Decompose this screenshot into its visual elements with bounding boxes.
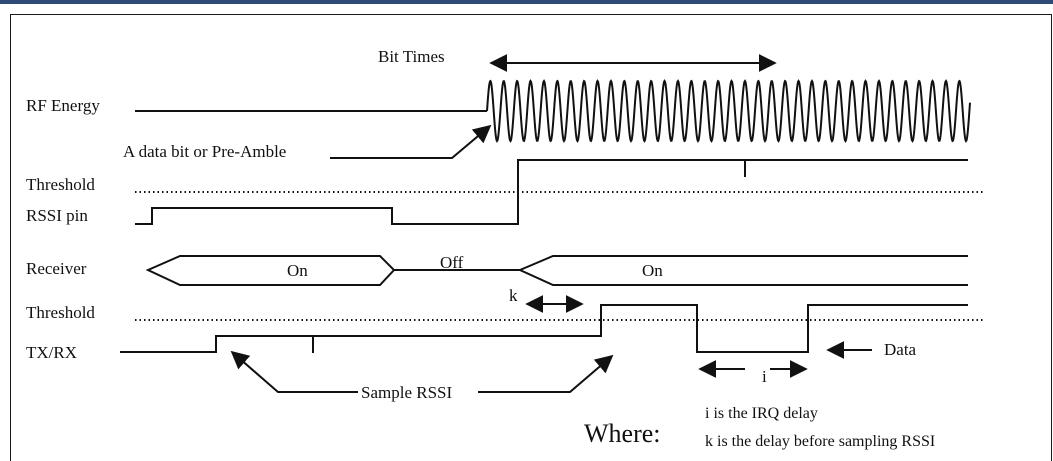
data-label: Data xyxy=(884,340,917,359)
k-label: k xyxy=(509,286,518,305)
i-description: i is the IRQ delay xyxy=(705,405,818,422)
rssi-pin-signal xyxy=(135,159,968,225)
data-bit-label: A data bit or Pre-Amble xyxy=(123,142,286,161)
receiver-on-2-label: On xyxy=(642,261,663,280)
data-bit-arrow xyxy=(330,124,492,159)
label-receiver: Receiver xyxy=(26,259,87,278)
header-bar xyxy=(0,0,1053,4)
sample-rssi-arrow-right xyxy=(478,354,614,393)
receiver-on-2-shape xyxy=(517,255,968,286)
k-description: k is the delay before sampling RSSI xyxy=(705,433,935,450)
sample-rssi-label: Sample RSSI xyxy=(361,383,452,402)
receiver-off-label: Off xyxy=(440,253,464,272)
tx-rx-signal xyxy=(120,304,968,353)
receiver-on-1-shape xyxy=(145,255,396,286)
label-threshold-1: Threshold xyxy=(26,175,95,194)
where-label: Where: xyxy=(584,419,661,448)
receiver-on-1-label: On xyxy=(287,261,308,280)
label-tx-rx: TX/RX xyxy=(26,343,77,362)
label-threshold-2: Threshold xyxy=(26,303,95,322)
diagram-frame xyxy=(10,14,1052,461)
label-rf-energy: RF Energy xyxy=(26,96,100,115)
sample-rssi-arrow-left xyxy=(230,350,358,393)
bit-times-label: Bit Times xyxy=(378,47,445,66)
rf-energy-wave xyxy=(486,79,971,143)
i-label: i xyxy=(762,367,767,386)
label-rssi-pin: RSSI pin xyxy=(26,206,88,225)
